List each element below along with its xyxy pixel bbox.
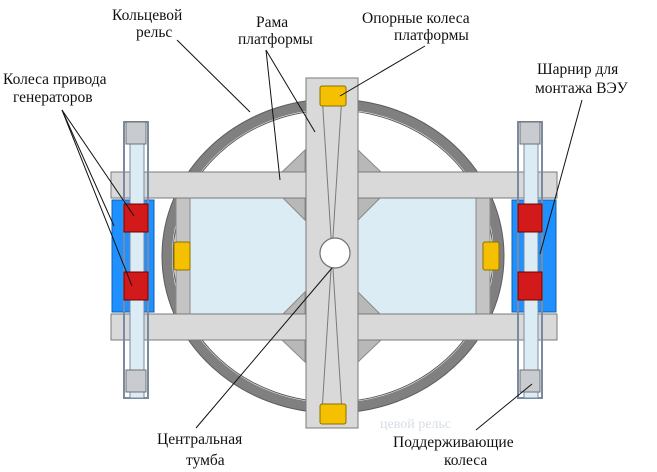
label-central-pedestal-2: тумба [186, 452, 225, 469]
label-ring-rail-2: рельс [136, 24, 172, 41]
label-holding-wheels-2: колеса [444, 452, 487, 469]
generator-assembly-left [111, 121, 155, 399]
label-support-wheels-2: платформы [394, 27, 469, 44]
label-hinge-2: монтажа ВЭУ [535, 80, 628, 97]
label-platform-frame-1: Рама [256, 14, 288, 31]
label-support-wheels-1: Опорные колеса [362, 10, 470, 27]
label-central-pedestal-1: Центральная [157, 431, 242, 448]
leader-lines [61, 39, 583, 431]
label-generator-wheels-1: Колеса привода [3, 71, 107, 88]
central-pedestal [319, 237, 351, 269]
watermark-text: цевой рельс [380, 417, 451, 432]
diagonal-braces [280, 148, 383, 364]
support-wheels-platform [173, 85, 500, 425]
label-platform-frame-2: платформы [238, 31, 313, 48]
label-holding-wheels-1: Поддерживающие [393, 434, 514, 451]
diagram-labels: Кольцевой рельс Рама платформы Опорные к… [3, 7, 628, 469]
label-hinge-1: Шарнир для [537, 61, 618, 78]
label-generator-wheels-2: генераторов [13, 89, 93, 106]
generator-assembly-right [511, 121, 557, 399]
label-ring-rail-1: Кольцевой [112, 7, 182, 24]
